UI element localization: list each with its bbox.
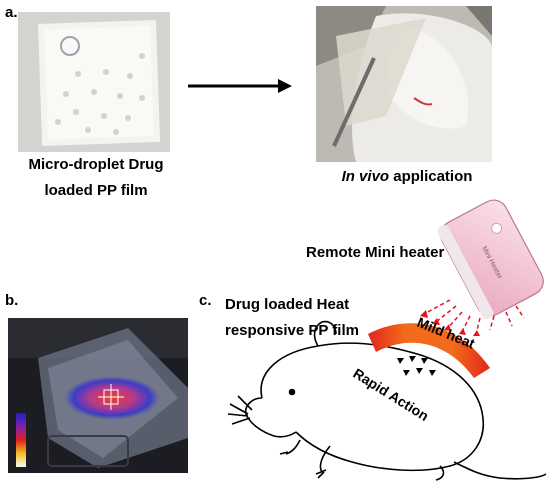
thermal-image	[8, 318, 188, 473]
pp-film-image	[18, 12, 170, 152]
in-vivo-photo	[316, 6, 492, 162]
pp-film-photo	[18, 12, 170, 152]
in-vivo-caption: In vivo application	[312, 168, 502, 185]
in-vivo-rest: application	[389, 168, 473, 185]
heater-label: Remote Mini heater	[306, 244, 445, 261]
thermal-image-svg	[8, 318, 188, 473]
rapid-action-label: Rapid Action	[350, 365, 431, 424]
panel-label-b: b.	[5, 292, 19, 309]
panel-label-a: a.	[5, 4, 18, 21]
process-arrow	[188, 79, 292, 93]
heat-film-arc	[368, 323, 490, 378]
film-caption-line1: Micro-droplet Drug	[28, 156, 164, 173]
drug-release-arrows	[397, 356, 436, 376]
mini-heater-device: Mini Heater	[437, 199, 544, 320]
panel-label-c: c.	[199, 292, 212, 309]
in-vivo-image	[316, 6, 492, 162]
film-caption-line2: loaded PP film	[44, 182, 148, 199]
film-label-line1: Drug loaded Heat	[225, 296, 350, 313]
film-caption: Micro-droplet Drug loaded PP film	[20, 152, 172, 204]
film-label-line2: responsive PP film	[225, 322, 359, 339]
film-label: Drug loaded Heat responsive PP film	[225, 292, 359, 344]
in-vivo-italic: In vivo	[341, 168, 390, 185]
mouse-outline	[227, 320, 547, 481]
heat-arrowheads	[420, 310, 480, 336]
